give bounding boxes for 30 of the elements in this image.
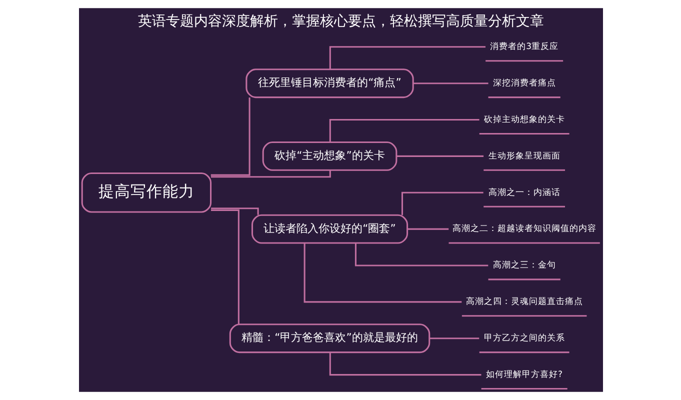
connector [400,192,483,216]
connector [303,243,462,303]
node-box: 砍掉“主动想象”的关卡 [262,141,397,171]
node-text: 消费者的3重反应 [490,42,558,52]
connector [328,46,485,70]
connector [210,170,330,178]
node-box: 让读者陷入你设好的“圈套” [250,214,408,244]
connector [412,82,488,84]
node-text: 高潮之二：超越读者知识阈值的内容 [452,224,596,234]
connector [210,208,258,215]
node-box: 往死里锤目标消费者的“痛点” [245,68,414,98]
node-text: 砍掉主动想象的关卡 [483,114,564,125]
node-text: 生动形象呈现画面 [488,151,560,162]
node-text: 高潮之三：金句 [492,260,556,271]
node-text: 高潮之四：灵魂问题直击痛点 [465,297,582,308]
connector [354,243,488,266]
node-text: 深挖消费者痛点 [492,78,556,89]
connector [429,338,479,340]
connector [328,352,481,376]
diagram-title: 英语专题内容深度解析，掌握核心要点，轻松撰写高质量分析文章 [138,14,544,30]
node-text: 如何理解甲方喜好? [486,370,562,380]
node-text: 高潮之一：内涵话 [488,188,560,198]
node-box: 提高写作能力 [80,172,212,213]
connector [407,228,448,230]
connector [328,119,479,142]
node-box: 精髓：“甲方爸爸喜欢”的就是最好的 [228,324,430,354]
node-text: 甲方乙方之间的关系 [483,334,564,344]
connector [396,155,484,157]
connector [210,209,239,324]
connector [210,97,250,176]
